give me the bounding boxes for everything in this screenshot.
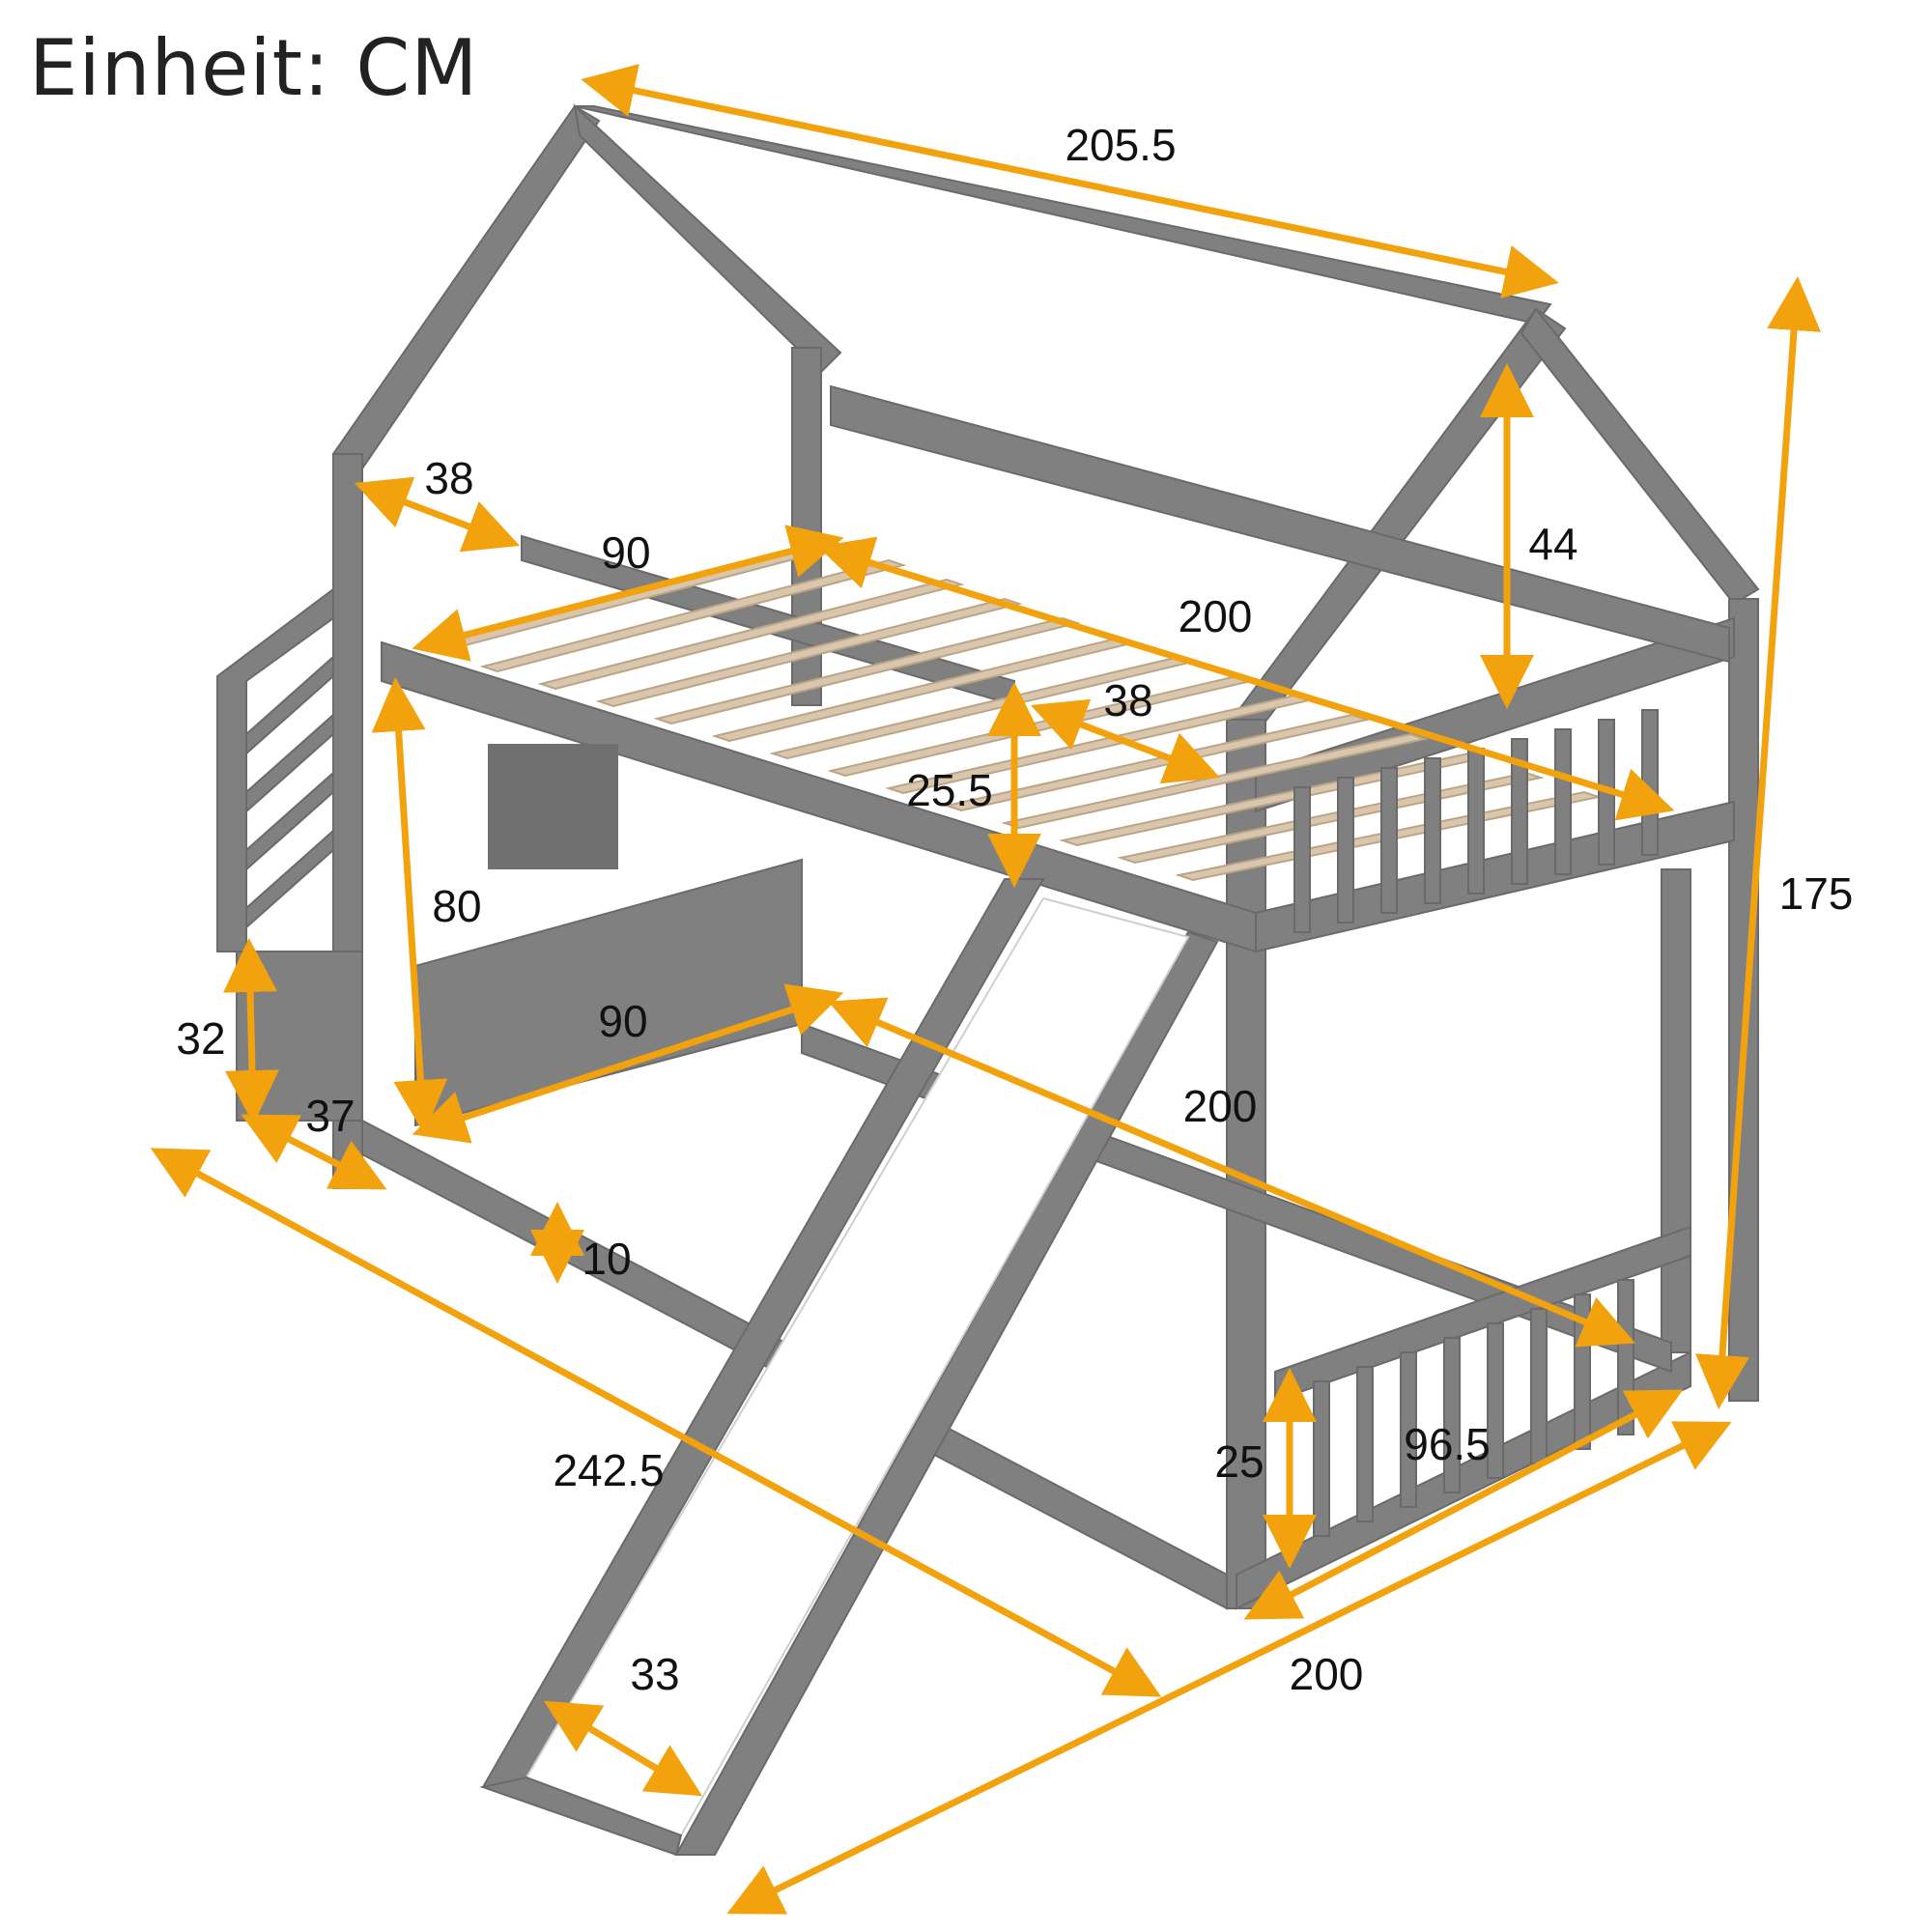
label-mattress-length-top: 200 [1178,591,1253,641]
label-lower-guard-length: 96.5 [1404,1419,1491,1469]
label-base-height: 10 [582,1234,632,1284]
label-roof-height: 44 [1528,519,1578,569]
arrow-mattress-length-bottom [828,997,1635,1348]
arrow-storage-length [412,983,844,1144]
staircase [216,587,803,1127]
dimension-arrows [150,64,1822,1915]
arrow-drawer-height [223,938,279,1124]
arrow-rail-width-front [1030,698,1221,784]
label-mattress-length-bottom: 200 [1182,1081,1258,1131]
label-guard-rail-length: 90 [601,527,651,578]
arrow-total-height [1694,276,1822,1409]
roof-ridge [574,105,1552,326]
unit-title: Einheit: CM [29,23,479,113]
arrow-slide-width [543,1700,703,1797]
arrow-roof-length [581,64,1559,298]
post-back-right [1728,598,1759,1402]
label-slide-width: 33 [630,1649,680,1699]
label-guard-height-top: 25.5 [906,765,993,815]
top-rail-back [830,384,1730,664]
bed-frame [216,103,1760,1857]
arrow-total-width [726,1421,1732,1915]
label-total-height: 175 [1778,868,1854,919]
label-roof-length: 205.5 [1065,120,1177,170]
label-rail-width-front: 38 [1103,675,1153,725]
roof-front-right [573,103,842,374]
label-lower-guard-height: 25 [1214,1436,1264,1487]
roof-front-left [331,104,601,470]
label-stair-height: 80 [432,881,482,931]
label-storage-length: 90 [598,996,648,1046]
post-back-lower [1661,868,1691,1353]
label-drawer-height: 32 [176,1013,226,1064]
label-total-width: 200 [1289,1649,1364,1699]
arrow-guard-rail-length [412,525,844,662]
label-total-length: 242.5 [553,1445,665,1495]
label-side-width-top: 38 [424,453,474,503]
label-drawer-depth: 37 [305,1091,355,1141]
arrow-mattress-length-top [817,536,1675,821]
arrow-stair-height [371,677,448,1134]
